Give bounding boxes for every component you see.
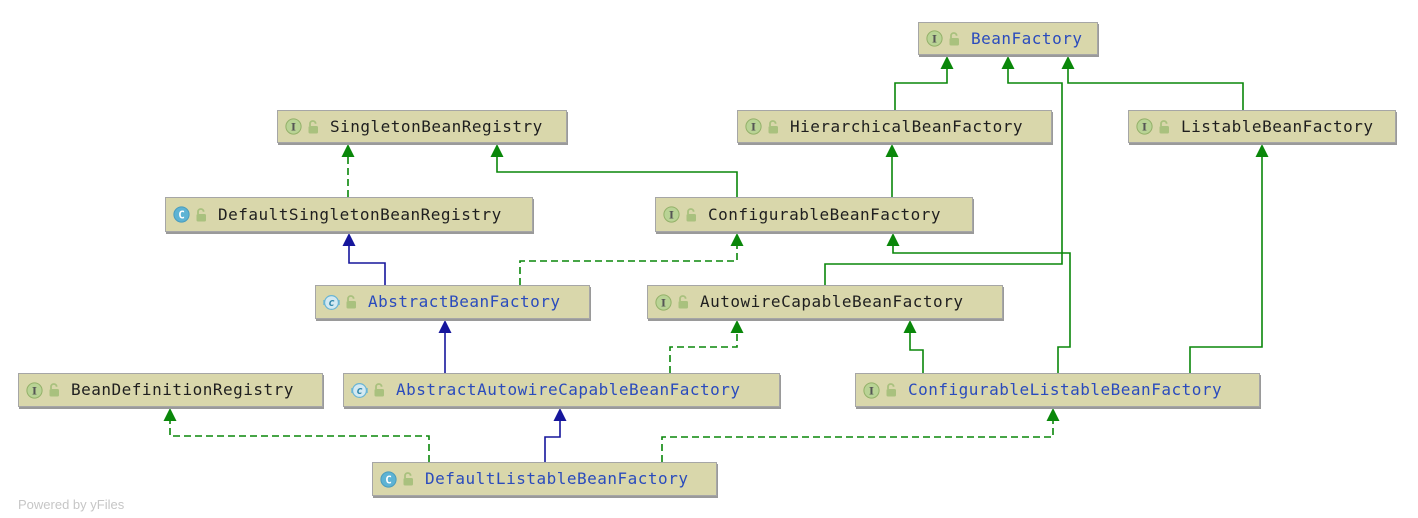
class-name-label: AutowireCapableBeanFactory <box>700 292 964 311</box>
arrowhead-AbstractBeanFactory-to-ConfigurableBeanFactory <box>730 233 744 246</box>
svg-text:C: C <box>385 473 392 486</box>
interface-icon: I <box>26 381 43 399</box>
open-lock-icon <box>949 31 959 45</box>
interface-icon: I <box>1136 118 1153 135</box>
edge-DefaultListableBeanFactory-to-BeanDefinitionRegistry <box>169 420 430 462</box>
edge-DefaultListableBeanFactory-to-ConfigurableListableBeanFactory <box>661 420 1054 462</box>
edge-DefaultListableBeanFactory-to-AbstractAutowireCapableBeanFactory <box>544 420 561 462</box>
class-node-BeanFactory[interactable]: I BeanFactory <box>918 22 1098 55</box>
arrowhead-AutowireCapableBeanFactory-to-BeanFactory <box>1001 56 1015 69</box>
class-node-AutowireCapableBeanFactory[interactable]: I AutowireCapableBeanFactory <box>647 285 1003 319</box>
arrowhead-AbstractAutowireCapableBeanFactory-to-AbstractBeanFactory <box>438 320 452 333</box>
svg-text:I: I <box>32 385 37 397</box>
edge-AbstractAutowireCapableBeanFactory-to-AutowireCapableBeanFactory <box>669 332 738 373</box>
svg-text:C: C <box>178 209 185 222</box>
class-node-DefaultListableBeanFactory[interactable]: C DefaultListableBeanFactory <box>372 462 717 496</box>
edge-ConfigurableListableBeanFactory-to-ConfigurableBeanFactory <box>892 245 1071 373</box>
arrowhead-DefaultSingletonBeanRegistry-to-SingletonBeanRegistry <box>341 144 355 157</box>
class-node-HierarchicalBeanFactory[interactable]: I HierarchicalBeanFactory <box>737 110 1052 143</box>
class-name-label: SingletonBeanRegistry <box>330 116 543 136</box>
arrowhead-ListableBeanFactory-to-BeanFactory <box>1061 56 1075 69</box>
arrowhead-ConfigurableListableBeanFactory-to-AutowireCapableBeanFactory <box>903 320 917 333</box>
svg-text:I: I <box>291 121 296 133</box>
class-icon: C <box>380 470 397 488</box>
class-icon: C <box>173 206 190 223</box>
class-node-SingletonBeanRegistry[interactable]: I SingletonBeanRegistry <box>277 110 567 143</box>
yfiles-watermark: Powered by yFiles <box>18 497 125 512</box>
class-node-ListableBeanFactory[interactable]: I ListableBeanFactory <box>1128 110 1396 143</box>
edge-ConfigurableListableBeanFactory-to-AutowireCapableBeanFactory <box>909 332 924 373</box>
edge-ConfigurableListableBeanFactory-to-ListableBeanFactory <box>1189 156 1263 373</box>
abstract-class-icon: c <box>323 294 340 310</box>
edge-AbstractBeanFactory-to-DefaultSingletonBeanRegistry <box>348 245 386 285</box>
open-lock-icon <box>308 119 318 133</box>
edge-ListableBeanFactory-to-BeanFactory <box>1067 68 1244 110</box>
interface-icon: I <box>285 118 302 135</box>
open-lock-icon <box>196 207 206 221</box>
open-lock-icon <box>768 119 778 133</box>
class-name-label: ConfigurableListableBeanFactory <box>908 380 1223 399</box>
svg-text:c: c <box>328 297 334 309</box>
open-lock-icon <box>346 295 356 309</box>
edge-AutowireCapableBeanFactory-to-BeanFactory <box>824 68 1063 285</box>
open-lock-icon <box>1159 119 1169 133</box>
class-name-label: AbstractAutowireCapableBeanFactory <box>396 380 741 399</box>
class-node-AbstractAutowireCapableBeanFactory[interactable]: c AbstractAutowireCapableBeanFactory <box>343 373 780 407</box>
interface-icon: I <box>863 381 880 399</box>
class-name-label: HierarchicalBeanFactory <box>790 116 1024 136</box>
arrowhead-ConfigurableBeanFactory-to-HierarchicalBeanFactory <box>885 144 899 157</box>
arrowhead-DefaultListableBeanFactory-to-AbstractAutowireCapableBeanFactory <box>553 408 567 421</box>
class-name-label: DefaultListableBeanFactory <box>425 469 689 488</box>
class-name-label: DefaultSingletonBeanRegistry <box>218 204 502 224</box>
open-lock-icon <box>678 295 688 309</box>
class-name-label: ConfigurableBeanFactory <box>708 204 942 224</box>
abstract-class-icon: c <box>351 382 368 398</box>
svg-text:I: I <box>661 297 666 309</box>
class-name-label: BeanDefinitionRegistry <box>71 380 294 399</box>
arrowhead-DefaultListableBeanFactory-to-ConfigurableListableBeanFactory <box>1046 408 1060 421</box>
arrowhead-AbstractBeanFactory-to-DefaultSingletonBeanRegistry <box>342 233 356 246</box>
class-node-BeanDefinitionRegistry[interactable]: I BeanDefinitionRegistry <box>18 373 323 407</box>
class-node-ConfigurableListableBeanFactory[interactable]: I ConfigurableListableBeanFactory <box>855 373 1260 407</box>
arrowhead-AbstractAutowireCapableBeanFactory-to-AutowireCapableBeanFactory <box>730 320 744 333</box>
class-name-label: AbstractBeanFactory <box>368 292 561 311</box>
open-lock-icon <box>403 472 413 486</box>
arrowhead-ConfigurableListableBeanFactory-to-ConfigurableBeanFactory <box>886 233 900 246</box>
interface-icon: I <box>663 206 680 223</box>
arrowhead-ConfigurableBeanFactory-to-SingletonBeanRegistry <box>490 144 504 157</box>
arrowhead-ConfigurableListableBeanFactory-to-ListableBeanFactory <box>1255 144 1269 157</box>
svg-text:I: I <box>869 385 874 397</box>
svg-text:I: I <box>932 33 937 45</box>
open-lock-icon <box>886 383 896 397</box>
interface-icon: I <box>655 293 672 311</box>
open-lock-icon <box>49 383 59 397</box>
svg-text:I: I <box>669 209 674 221</box>
class-node-AbstractBeanFactory[interactable]: c AbstractBeanFactory <box>315 285 590 319</box>
class-node-ConfigurableBeanFactory[interactable]: I ConfigurableBeanFactory <box>655 197 973 232</box>
open-lock-icon <box>686 207 696 221</box>
arrowhead-HierarchicalBeanFactory-to-BeanFactory <box>940 56 954 69</box>
edge-HierarchicalBeanFactory-to-BeanFactory <box>894 68 948 110</box>
arrowhead-DefaultListableBeanFactory-to-BeanDefinitionRegistry <box>163 408 177 421</box>
svg-text:c: c <box>356 385 362 397</box>
interface-icon: I <box>745 118 762 135</box>
class-name-label: ListableBeanFactory <box>1181 116 1374 136</box>
class-name-label: BeanFactory <box>971 28 1083 48</box>
svg-text:I: I <box>751 121 756 133</box>
svg-text:I: I <box>1142 121 1147 133</box>
edge-ConfigurableBeanFactory-to-SingletonBeanRegistry <box>496 156 738 197</box>
interface-icon: I <box>926 30 943 47</box>
open-lock-icon <box>374 383 384 397</box>
edge-AbstractBeanFactory-to-ConfigurableBeanFactory <box>519 245 738 285</box>
class-node-DefaultSingletonBeanRegistry[interactable]: C DefaultSingletonBeanRegistry <box>165 197 533 232</box>
